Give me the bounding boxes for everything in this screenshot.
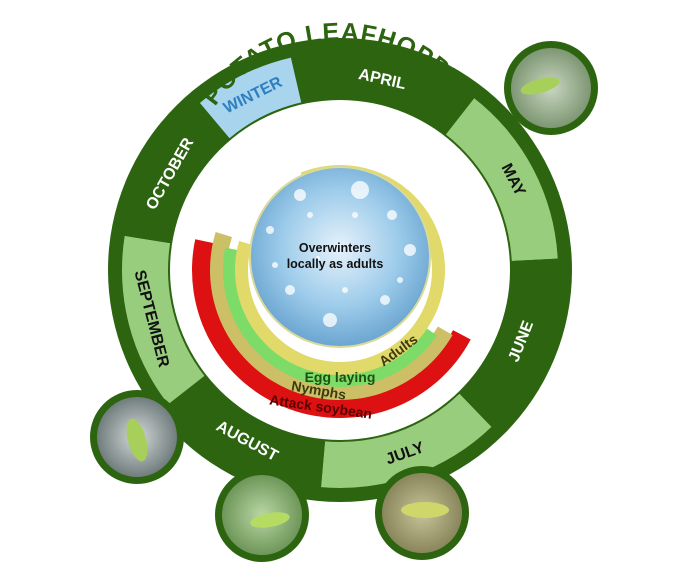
snowflakes (266, 181, 416, 327)
snowflake-icon (266, 226, 274, 234)
center-note: Overwinters locally as adults (250, 240, 420, 272)
snowflake-icon (272, 262, 278, 268)
month-segment-april (290, 51, 475, 135)
photo-august-left (90, 390, 184, 484)
snowflake-icon (307, 212, 313, 218)
snowflake-icon (316, 256, 320, 260)
month-segment-september (122, 235, 205, 405)
center-note-line1: Overwinters (298, 241, 372, 255)
snowflake-icon (351, 181, 369, 199)
snowflake-icon (368, 263, 372, 267)
month-segment-august (168, 375, 326, 488)
photo-may (504, 41, 598, 135)
snowflake-icon (380, 295, 390, 305)
snowflake-icon (323, 313, 337, 327)
snowflake-icon (294, 189, 306, 201)
center-note-line2: locally as adults (286, 257, 384, 271)
snowflake-icon (285, 285, 295, 295)
snowflake-icon (352, 212, 358, 218)
snowflake-icon (342, 287, 348, 293)
stage-label-egg_laying: Egg laying (305, 369, 376, 385)
photo-august-bottom (215, 468, 309, 562)
snowflake-icon (397, 277, 403, 283)
photo-july (375, 466, 469, 560)
snowflake-icon (387, 210, 397, 220)
snowflake-icon (404, 244, 416, 256)
month-segment-may (445, 98, 558, 261)
month-segment-winter (199, 57, 302, 139)
month-segment-july (321, 393, 492, 488)
month-segment-june (459, 258, 558, 427)
month-segment-october (124, 103, 230, 244)
